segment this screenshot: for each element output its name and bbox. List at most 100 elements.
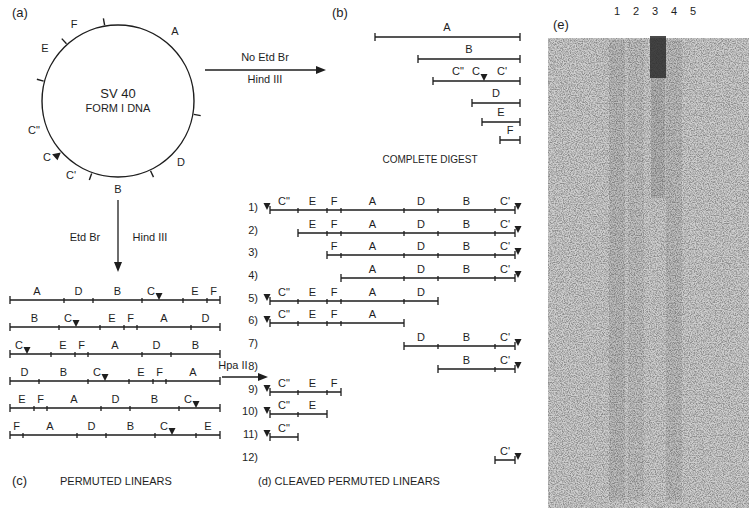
fragment-label: C" bbox=[278, 400, 290, 411]
fragment-label: A bbox=[171, 26, 178, 37]
fragment-label: B bbox=[465, 44, 472, 55]
row-number: 4) bbox=[248, 270, 258, 281]
fragment-label: F bbox=[331, 287, 338, 298]
permuted-linears bbox=[10, 296, 220, 439]
lane-number: 5 bbox=[690, 6, 696, 17]
fragment-label: B bbox=[463, 196, 470, 207]
fragment-label: F bbox=[78, 340, 85, 351]
fragment-label: A bbox=[160, 313, 167, 324]
fragment-label: A bbox=[369, 264, 376, 275]
fragment-label: C" bbox=[278, 287, 290, 298]
row-number: 12) bbox=[242, 452, 258, 463]
fragment-label: E bbox=[41, 43, 48, 54]
fragment-label: C" bbox=[452, 66, 464, 77]
fragment-label: F bbox=[331, 378, 338, 389]
fragment-label: B bbox=[192, 340, 199, 351]
fragment-label: D bbox=[153, 340, 161, 351]
fragment-label: D bbox=[417, 264, 425, 275]
cut-markers bbox=[264, 203, 522, 460]
condition-label: No Etd Br bbox=[241, 52, 289, 63]
circle-title: SV 40 bbox=[100, 86, 135, 102]
fragment-label: B bbox=[463, 219, 470, 230]
fragment-label: E bbox=[497, 107, 504, 118]
fragment-label: B bbox=[463, 241, 470, 252]
lane-number: 4 bbox=[671, 6, 677, 17]
fragment-label: D bbox=[417, 196, 425, 207]
fragment-label: F bbox=[210, 286, 217, 297]
fragment-label: E bbox=[18, 394, 25, 405]
row-number: 11) bbox=[243, 429, 258, 440]
fragment-label: F bbox=[331, 219, 338, 230]
fragment-label: C' bbox=[500, 241, 510, 252]
panel-caption: COMPLETE DIGEST bbox=[382, 155, 477, 165]
circle-subtitle: FORM I DNA bbox=[86, 102, 151, 116]
fragment-label: C bbox=[160, 421, 168, 432]
fragment-label: F bbox=[37, 394, 44, 405]
fragment-label: E bbox=[309, 196, 316, 207]
fragment-label: F bbox=[331, 196, 338, 207]
fragment-label: D bbox=[88, 421, 96, 432]
fragment-label: D bbox=[492, 88, 500, 99]
fragment-label: E bbox=[59, 340, 66, 351]
fragment-label: C" bbox=[278, 309, 290, 320]
row-number: 2) bbox=[248, 225, 258, 236]
fragment-label: A bbox=[33, 286, 40, 297]
row-number: 7) bbox=[248, 338, 258, 349]
fragment-label: C' bbox=[497, 66, 507, 77]
cut-marker bbox=[481, 74, 488, 81]
fragment-label: D bbox=[21, 367, 29, 378]
fragment-label: A bbox=[369, 241, 376, 252]
fragment-label: C' bbox=[500, 332, 510, 343]
fragment-label: E bbox=[204, 421, 211, 432]
row-number: 6) bbox=[248, 315, 258, 326]
fragment-label: D bbox=[177, 157, 185, 168]
row-number: 1) bbox=[248, 202, 258, 213]
fragment-label: C' bbox=[500, 446, 510, 457]
fragment-label: D bbox=[112, 394, 120, 405]
fragment-label: B bbox=[127, 421, 134, 432]
fragment-label: C bbox=[147, 286, 155, 297]
fragment-label: C" bbox=[278, 196, 290, 207]
fragment-label: B bbox=[31, 313, 38, 324]
fragment-label: A bbox=[369, 309, 376, 320]
fragment-label: C bbox=[472, 66, 480, 77]
fragment-label: B bbox=[114, 184, 121, 195]
panel-caption: (d) CLEAVED PERMUTED LINEARS bbox=[258, 476, 440, 487]
row-number: 9) bbox=[248, 384, 258, 395]
cut-marker bbox=[52, 153, 61, 161]
circle-text-holder: SV 40FORM I DNA bbox=[41, 24, 195, 178]
fragment-label: F bbox=[331, 309, 338, 320]
cleaved-linears bbox=[270, 206, 515, 464]
fragment-label: A bbox=[369, 287, 376, 298]
fragment-label: B bbox=[151, 394, 158, 405]
fragment-label: C' bbox=[500, 264, 510, 275]
fragment-label: C bbox=[15, 340, 23, 351]
fragment-label: C bbox=[184, 394, 192, 405]
fragment-label: C bbox=[64, 313, 72, 324]
panel-label: (a) bbox=[12, 6, 28, 19]
fragment-label: E bbox=[309, 287, 316, 298]
row-number: 10) bbox=[242, 406, 258, 417]
gel-photo bbox=[548, 36, 749, 508]
fragment-label: E bbox=[309, 309, 316, 320]
fragment-label: A bbox=[369, 196, 376, 207]
fragment-label: F bbox=[156, 367, 163, 378]
fragment-label: C" bbox=[278, 378, 290, 389]
fragment-label: A bbox=[443, 22, 450, 33]
fragment-label: A bbox=[369, 219, 376, 230]
fragment-label: C bbox=[93, 367, 101, 378]
fragment-label: C' bbox=[66, 170, 76, 181]
cut-markers bbox=[24, 293, 200, 435]
fragment-label: B bbox=[60, 367, 67, 378]
fragment-label: D bbox=[417, 219, 425, 230]
fragment-label: B bbox=[463, 264, 470, 275]
fragment-label: E bbox=[191, 286, 198, 297]
fragment-label: C bbox=[43, 152, 51, 163]
lane-number: 3 bbox=[652, 6, 658, 17]
row-number: 8) bbox=[248, 361, 258, 372]
fragment-label: E bbox=[309, 219, 316, 230]
fragment-label: C' bbox=[500, 219, 510, 230]
fragment-label: F bbox=[331, 241, 338, 252]
